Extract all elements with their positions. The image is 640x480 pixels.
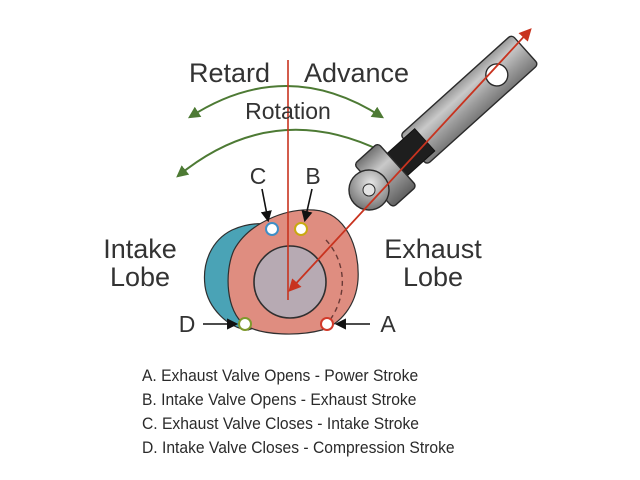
- pointer-arrow-b: [301, 188, 313, 223]
- legend-item-d: D. Intake Valve Closes - Compression Str…: [142, 438, 455, 457]
- point-a-marker: [320, 317, 334, 331]
- legend-item-c: C. Exhaust Valve Closes - Intake Stroke: [142, 414, 420, 433]
- point-d-label: D: [179, 311, 196, 337]
- intake-lobe-label-line1: Intake: [103, 234, 177, 264]
- point-b-label: B: [305, 163, 320, 189]
- legend-item-b: B. Intake Valve Opens - Exhaust Stroke: [142, 390, 417, 409]
- force-direction-arrow: [288, 28, 532, 292]
- intake-lobe-label-line2: Lobe: [110, 262, 170, 292]
- advance-label: Advance: [304, 58, 409, 88]
- legend-list: A. Exhaust Valve Opens - Power Stroke B.…: [142, 364, 455, 460]
- point-c-label: C: [250, 163, 267, 189]
- point-c-marker: [265, 222, 279, 236]
- point-d-marker: [238, 317, 252, 331]
- exhaust-lobe-label-line1: Exhaust: [384, 234, 482, 264]
- pointer-arrow-c: [260, 188, 272, 223]
- legend-item-a: A. Exhaust Valve Opens - Power Stroke: [142, 366, 419, 385]
- exhaust-lobe-label-line2: Lobe: [403, 262, 463, 292]
- rotation-label: Rotation: [245, 98, 331, 124]
- retard-label: Retard: [189, 58, 270, 88]
- point-b-marker: [294, 222, 308, 236]
- point-a-label: A: [380, 311, 396, 337]
- base-circle: [253, 245, 327, 319]
